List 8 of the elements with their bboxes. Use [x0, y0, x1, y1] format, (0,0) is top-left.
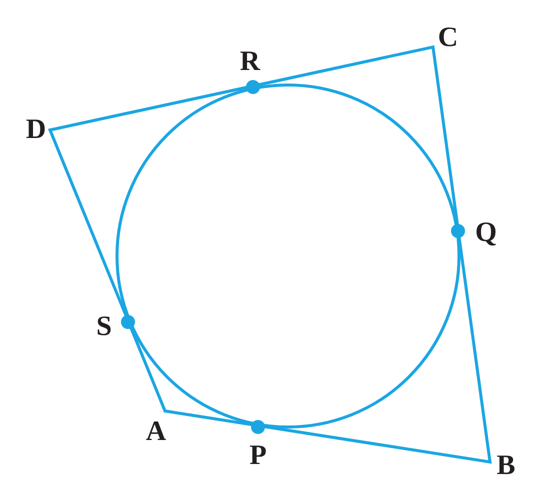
point-label: A: [146, 418, 166, 446]
point-label: R: [240, 48, 260, 76]
point-label: D: [26, 116, 46, 144]
point-label: S: [96, 313, 112, 341]
point-label: B: [496, 452, 516, 480]
point-label: P: [249, 442, 267, 470]
point-label: Q: [475, 219, 497, 247]
point-label: C: [438, 24, 458, 52]
